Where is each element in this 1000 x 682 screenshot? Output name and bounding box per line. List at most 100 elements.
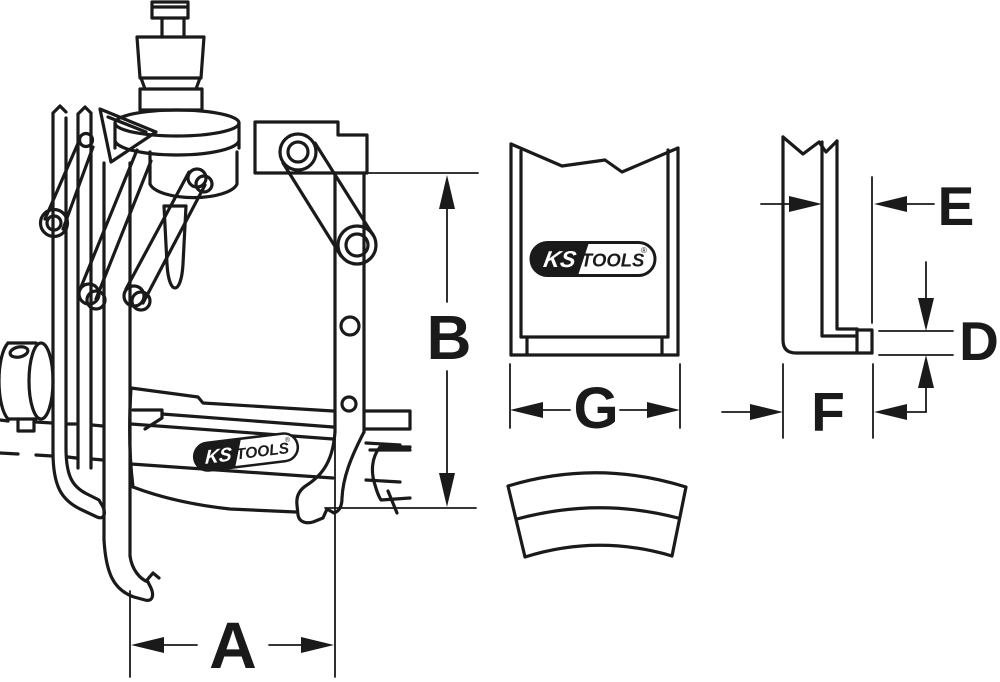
right-link-bar <box>281 141 375 258</box>
logo-ks-text: KS <box>205 443 233 468</box>
side-foot-cap <box>855 327 874 355</box>
shaft-right-top <box>364 409 412 431</box>
spindle <box>135 0 206 112</box>
beam-notch <box>131 408 164 431</box>
spindle-hex <box>135 35 206 80</box>
label-D: D <box>959 310 999 372</box>
dim-A-arrow-right <box>301 637 334 653</box>
front-jaw-arm <box>102 161 132 558</box>
side-outer-profile <box>781 135 874 355</box>
dim-D-arrow-top <box>918 298 934 331</box>
beam-top-edges <box>129 386 335 429</box>
dimension-G <box>509 363 681 429</box>
right-jaw-claw <box>295 430 366 525</box>
logo-ks-field <box>194 438 241 471</box>
dim-E-arrow-right <box>874 196 907 212</box>
side-broken-top <box>781 135 839 156</box>
shaft-right-step <box>370 445 412 502</box>
spindle-cap <box>150 0 190 20</box>
front-jaw-hook <box>102 538 161 602</box>
dim-F-extensions <box>782 363 874 439</box>
left-link-3-pin-bot-b <box>130 290 152 312</box>
left-link-2 <box>79 148 153 301</box>
sleeve-sides <box>509 142 680 357</box>
right-jaw-hole-upper <box>339 315 361 337</box>
sleeve-base <box>509 335 680 357</box>
label-A: A <box>209 608 257 682</box>
beam-face-top <box>0 418 335 441</box>
ks-tools-logo-beam: KS TOOLS ® <box>192 432 300 472</box>
dim-G-arrow-right <box>647 402 680 418</box>
segment-mid-arc <box>515 506 680 521</box>
logo-registered-mark: ® <box>641 246 647 255</box>
dim-G-arrow-left <box>510 402 543 418</box>
dimension-D <box>878 261 954 413</box>
right-jaw-arm <box>295 171 366 525</box>
left-link-3 <box>124 170 207 305</box>
logo-registered-mark: ® <box>285 436 291 445</box>
dim-F-arrow-left <box>750 404 783 420</box>
logo-tools-text: TOOLS <box>235 440 291 463</box>
label-F: F <box>811 381 845 443</box>
spindle-tip <box>162 204 188 290</box>
dim-A-extensions <box>129 430 336 678</box>
left-link-1-hole <box>77 131 95 149</box>
body-gusset <box>98 107 158 164</box>
hub-detail <box>8 345 30 359</box>
dim-B-extensions <box>324 172 479 509</box>
right-jaw-edges <box>333 171 366 434</box>
left-link-2-pin-b <box>85 289 107 311</box>
ks-tools-logo-sleeve: KS TOOLS ® <box>529 241 657 277</box>
shaft-right-tick <box>386 489 399 515</box>
right-link-bottom-hole <box>344 232 370 258</box>
left-jaw-assembly <box>38 104 214 602</box>
beam-face-bottom <box>0 451 335 480</box>
dim-G-extensions <box>509 363 681 429</box>
dimension-F <box>721 363 927 439</box>
dimension-A <box>129 430 336 678</box>
dimensions <box>129 172 954 678</box>
segment-outline <box>506 471 688 559</box>
dim-B-arrow-up <box>439 175 455 209</box>
logo-ks-text: KS <box>542 246 579 272</box>
dim-B-arrow-down <box>439 473 455 507</box>
label-G: G <box>573 376 618 441</box>
logo-ks-field <box>531 242 589 276</box>
right-link-top-hole <box>286 140 310 164</box>
dim-E-arrow-left <box>789 196 822 212</box>
hub <box>0 341 55 433</box>
left-link-1 <box>43 139 95 231</box>
left-link-1-eye-hole <box>45 214 63 232</box>
label-E: E <box>938 175 975 237</box>
logo-tools-text: TOOLS <box>581 250 645 271</box>
right-link-bottom-eye <box>336 224 378 266</box>
hub-body <box>0 341 38 421</box>
dimension-labels: A B G E D F <box>209 175 999 682</box>
hub-block <box>16 417 36 433</box>
right-link <box>278 132 378 266</box>
body-flange-skirt <box>113 121 241 157</box>
hub-face <box>27 341 55 421</box>
sleeve-broken-top <box>509 142 680 174</box>
dimension-B <box>324 172 479 509</box>
right-link-top-eye <box>278 132 318 172</box>
sleeve-front-view <box>509 142 680 357</box>
dimension-E <box>760 176 935 324</box>
label-B: B <box>427 304 472 373</box>
sleeve-segment-view <box>506 471 688 559</box>
dim-A-arrow-left <box>131 637 164 653</box>
left-link-3-pin-top-b <box>194 174 214 194</box>
body-drum <box>148 150 239 200</box>
spindle-neck <box>139 76 202 91</box>
spindle-shaft <box>160 16 186 39</box>
dim-D-arrow-bottom <box>918 355 934 388</box>
dim-F-arrow-right <box>874 404 907 420</box>
right-jaw-hole-lower <box>340 395 358 413</box>
dim-D-extensions <box>878 330 954 356</box>
jaw-side-view <box>781 135 874 355</box>
side-inner-lines <box>820 139 859 338</box>
puller-body <box>98 107 241 290</box>
beam-bottom-edge <box>131 485 298 514</box>
